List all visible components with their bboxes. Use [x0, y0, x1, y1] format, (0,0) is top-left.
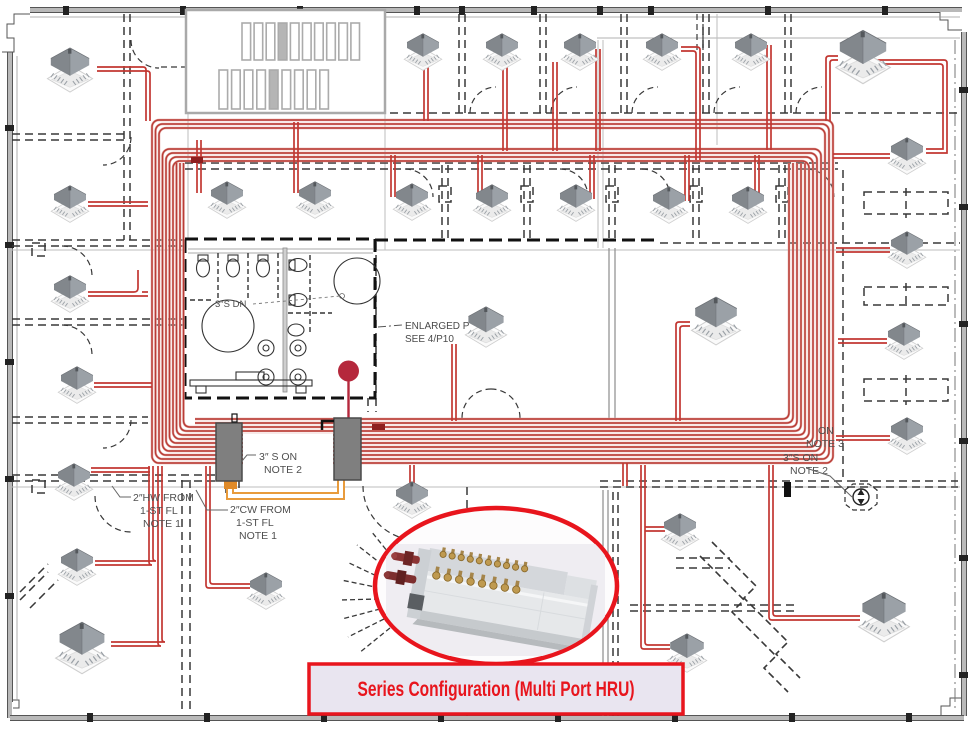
- svg-text:3″ S ON: 3″ S ON: [259, 451, 297, 463]
- svg-text:1-ST FL: 1-ST FL: [140, 505, 178, 517]
- svg-text:3″S ON: 3″S ON: [783, 452, 818, 464]
- svg-text:NOTE 1: NOTE 1: [239, 530, 277, 542]
- svg-text:2″HW FROM: 2″HW FROM: [133, 492, 194, 504]
- svg-text:ON: ON: [818, 425, 834, 437]
- svg-text:NOTE 3: NOTE 3: [806, 438, 844, 450]
- svg-text:3″S DN: 3″S DN: [215, 299, 246, 310]
- svg-text:ENLARGED P: ENLARGED P: [405, 321, 470, 332]
- svg-text:1-ST FL: 1-ST FL: [236, 517, 274, 529]
- svg-text:SEE 4/P10: SEE 4/P10: [405, 334, 454, 345]
- svg-text:Series Configuration (Multi Po: Series Configuration (Multi Port HRU): [358, 678, 635, 701]
- svg-text:NOTE 2: NOTE 2: [790, 465, 828, 477]
- svg-text:NOTE 2: NOTE 2: [264, 464, 302, 476]
- svg-text:2″CW FROM: 2″CW FROM: [230, 504, 291, 516]
- svg-text:NOTE 1: NOTE 1: [143, 518, 181, 530]
